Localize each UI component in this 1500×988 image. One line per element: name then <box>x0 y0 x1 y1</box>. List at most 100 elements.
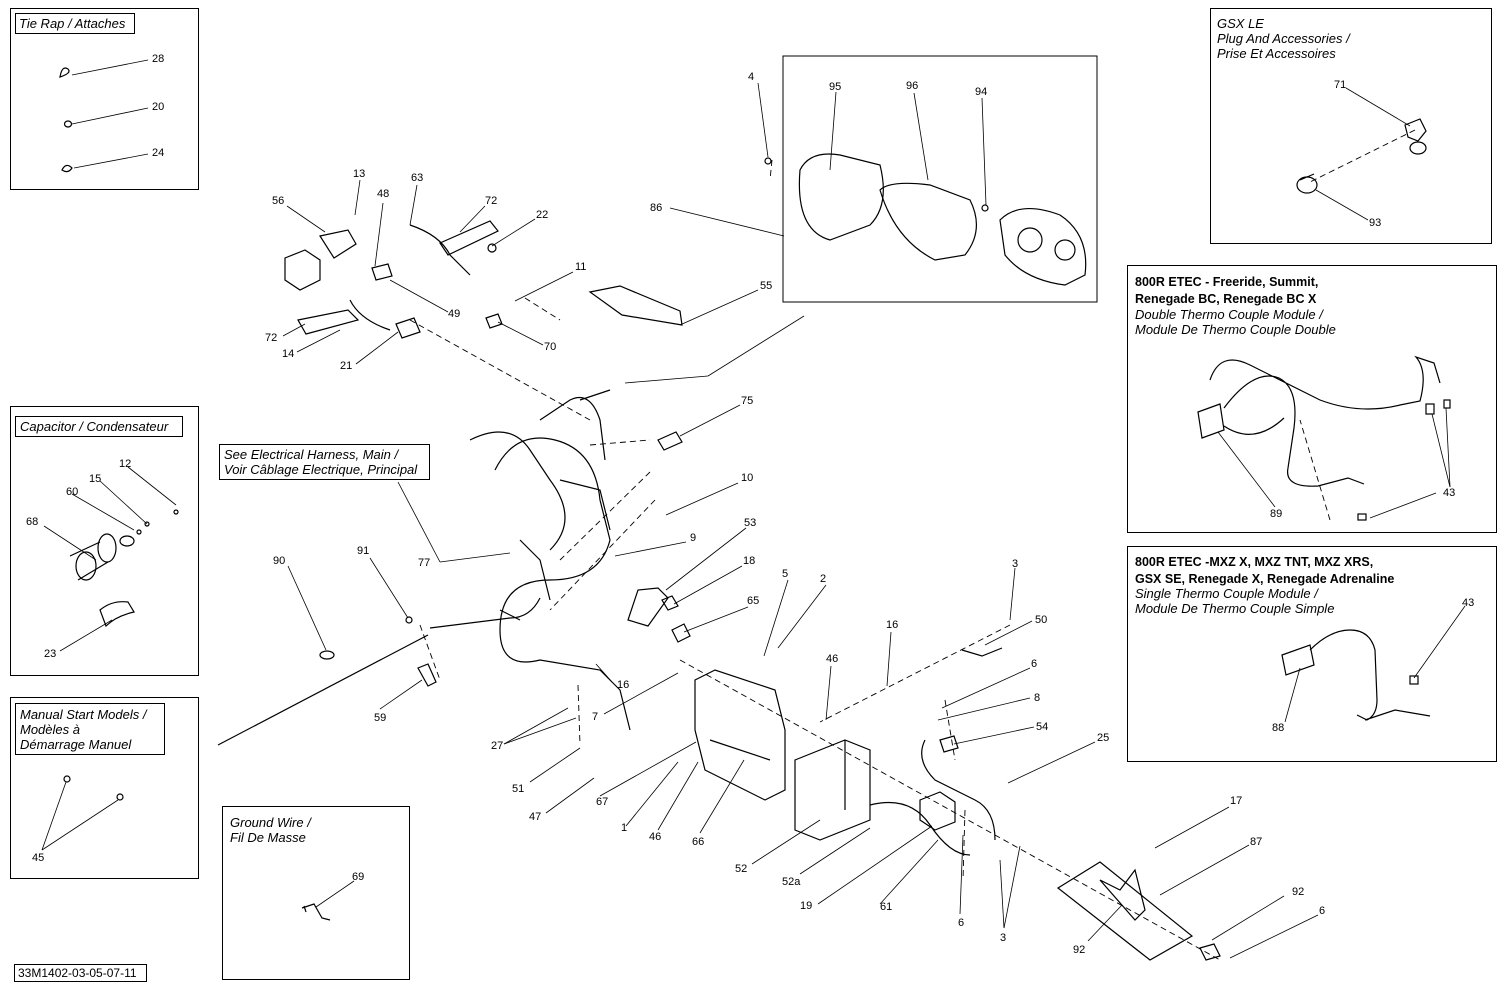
callout-63: 63 <box>411 172 423 184</box>
callout-52: 52 <box>735 863 747 875</box>
ground-wire-title: Ground Wire / Fil De Masse <box>230 815 311 845</box>
callout-43-single: 43 <box>1462 597 1474 609</box>
connector-65-icon <box>671 623 691 643</box>
callout-72-top: 72 <box>485 195 497 207</box>
callout-92-left: 92 <box>1073 944 1085 956</box>
callout-15: 15 <box>89 473 101 485</box>
callout-87: 87 <box>1250 836 1262 848</box>
connector-92b-icon <box>1199 943 1221 961</box>
tie-rap-title-frame <box>15 13 135 34</box>
callout-21: 21 <box>340 360 352 372</box>
callout-43-double: 43 <box>1443 487 1455 499</box>
double-thermo-title-module: Double Thermo Couple Module / Module De … <box>1135 307 1336 337</box>
grip-heater-72a-icon <box>439 220 499 256</box>
callout-5: 5 <box>782 568 788 580</box>
double-thermo-box <box>1127 265 1497 533</box>
callout-67: 67 <box>596 796 608 808</box>
callout-75: 75 <box>741 395 753 407</box>
callout-89: 89 <box>1270 508 1282 520</box>
callout-16-left: 16 <box>617 679 629 691</box>
callout-90: 90 <box>273 555 285 567</box>
part-drawings <box>59 67 1451 961</box>
callout-3-bottom: 3 <box>1000 932 1006 944</box>
main-harness-77-icon <box>469 389 631 731</box>
callout-3-top: 3 <box>1012 558 1018 570</box>
tie-rap-title: Tie Rap / Attaches <box>19 16 126 31</box>
sensor-92-icon <box>1099 868 1146 921</box>
cable-61-icon <box>869 801 971 856</box>
battery-52-icon <box>794 739 871 841</box>
callout-24: 24 <box>152 147 164 159</box>
callout-59: 59 <box>374 712 386 724</box>
callout-6-top: 6 <box>1031 658 1037 670</box>
callout-16-right: 16 <box>886 619 898 631</box>
callout-7: 7 <box>592 711 598 723</box>
callout-86: 86 <box>650 202 662 214</box>
callout-6-bottom: 6 <box>1319 905 1325 917</box>
plug-93-icon <box>1296 173 1318 194</box>
callout-22: 22 <box>536 209 548 221</box>
clip-45b-icon <box>116 793 124 801</box>
thermo-module-single-icon <box>1281 644 1315 676</box>
gsx-le-title: GSX LE Plug And Accessories / Prise Et A… <box>1217 16 1350 61</box>
cable-54-icon <box>921 739 996 841</box>
manual-start-title-frame <box>15 703 165 755</box>
callout-28: 28 <box>152 53 164 65</box>
callout-61: 61 <box>880 901 892 913</box>
tie-rap-28-icon <box>59 67 70 78</box>
connector-75-icon <box>657 431 683 451</box>
cable-90-icon <box>217 634 429 746</box>
connector-21-icon <box>349 299 421 339</box>
ground-wire-69-icon <box>301 903 331 921</box>
connector-59-icon <box>417 663 437 687</box>
callout-2: 2 <box>820 573 826 585</box>
callout-52a: 52a <box>782 876 801 888</box>
wire-63-icon <box>409 224 471 276</box>
callout-19: 19 <box>800 900 812 912</box>
callout-48: 48 <box>377 188 389 200</box>
tie-rap-24-icon <box>61 164 73 173</box>
callout-1: 1 <box>621 822 627 834</box>
callout-45: 45 <box>32 852 44 864</box>
callout-55: 55 <box>760 280 772 292</box>
clip-91-icon <box>405 616 413 624</box>
callout-77: 77 <box>418 557 430 569</box>
callout-71: 71 <box>1334 79 1346 91</box>
see-harness-frame <box>219 444 430 480</box>
clip-45a-icon <box>63 775 71 783</box>
callout-60: 60 <box>66 486 78 498</box>
callout-8: 8 <box>1034 692 1040 704</box>
callout-12: 12 <box>119 458 131 470</box>
gauge-assembly-frame <box>782 55 1098 303</box>
battery-bracket-66-icon <box>694 669 786 801</box>
callout-27: 27 <box>491 740 503 752</box>
grip-heater-72b-icon <box>297 309 360 335</box>
callout-94: 94 <box>975 86 987 98</box>
clip-22-icon <box>487 243 497 253</box>
capacitor-title-frame <box>15 416 183 437</box>
gauge-cluster-icon <box>999 207 1087 286</box>
callout-11: 11 <box>575 261 586 273</box>
thermo-module-double-icon <box>1197 403 1225 439</box>
nut-4-icon <box>764 157 772 165</box>
callout-93: 93 <box>1369 217 1381 229</box>
callout-25: 25 <box>1097 732 1109 744</box>
leader-lines <box>41 59 1466 959</box>
callout-13: 13 <box>353 168 365 180</box>
drawing-code-frame <box>14 964 147 982</box>
callout-23: 23 <box>44 648 56 660</box>
callout-95: 95 <box>829 81 841 93</box>
callout-68: 68 <box>26 516 38 528</box>
connector-54-icon <box>939 735 959 753</box>
gauge-lens-96-icon <box>879 182 977 261</box>
tie-rap-box <box>10 8 199 190</box>
assembly-lines <box>409 129 1416 961</box>
grommet-90-icon <box>319 650 335 660</box>
callout-20: 20 <box>152 101 164 113</box>
callout-14: 14 <box>282 348 294 360</box>
manual-start-box <box>10 697 199 879</box>
drawing-code: 33M1402-03-05-07-11 <box>18 966 137 980</box>
callout-9: 9 <box>690 532 696 544</box>
callout-56: 56 <box>272 195 284 207</box>
